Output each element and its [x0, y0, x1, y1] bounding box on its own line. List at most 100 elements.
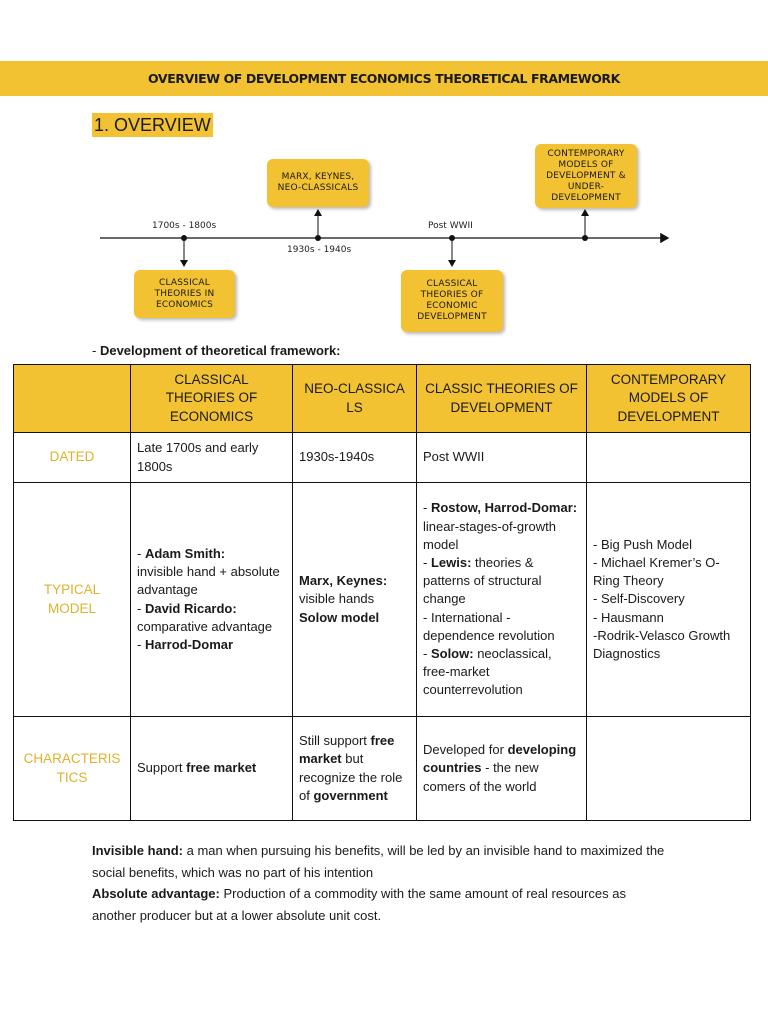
lewis-text: theories & patterns of structural change [423, 554, 542, 607]
row-label-line: TICS [56, 769, 88, 785]
adam-smith-label: Adam Smith: [144, 545, 226, 561]
solow-text: neoclassical, free-market counterrevolut… [423, 646, 552, 698]
timeline-box-classical: CLASSICAL THEORIES IN ECONOMICS [134, 270, 235, 318]
subheading: - Development of theoretical framework: [92, 343, 341, 358]
cell-char-classic-development: Developed for developing countries - the… [416, 716, 587, 821]
timeline-lines [100, 209, 670, 267]
model-item: - Big Push Model [593, 536, 692, 552]
definition-absolute-advantage: Absolute advantage: Production of a comm… [92, 883, 672, 926]
box-line: MARX, KEYNES, [281, 172, 355, 182]
definition-text: Production of a commodity with the same … [92, 886, 626, 923]
model-item: - Hausmann [593, 609, 664, 625]
char-bold: government [313, 787, 388, 803]
box-line: THEORIES IN [154, 288, 215, 299]
cell-char-classical: Support free market [130, 716, 293, 821]
box-line: CLASSICAL [426, 279, 478, 289]
row-label-characteristics: CHARACTERIS TICS [13, 716, 131, 821]
timeline-box-classical-development: CLASSICAL THEORIES OF ECONOMIC DEVELOPME… [401, 270, 503, 332]
timeline-box-contemporary: CONTEMPORARY MODELS OF DEVELOPMENT & UND… [535, 144, 637, 208]
box-line: MODELS OF [558, 159, 614, 170]
char-text: Developed for [423, 742, 508, 758]
char-text: Still support [299, 733, 371, 749]
table-header-row: CLASSICAL THEORIES OF ECONOMICS NEO-CLAS… [13, 364, 751, 433]
lewis-label: Lewis: [430, 554, 472, 570]
comparison-table: CLASSICAL THEORIES OF ECONOMICS NEO-CLAS… [13, 364, 751, 821]
cell-dated-contemporary [586, 432, 751, 483]
table-row-typical-model: TYPICAL MODEL - Adam Smith: invisible ha… [13, 482, 751, 717]
model-item: -Rodrik-Velasco Growth Diagnostics [593, 627, 731, 661]
cell-typical-contemporary: - Big Push Model - Michael Kremer’s O-Ri… [586, 482, 751, 717]
header-line: MODELS OF [628, 390, 709, 406]
cell-typical-classic-development: - Rostow, Harrod-Domar: linear-stages-of… [416, 482, 587, 717]
harrod-domar-label: Harrod-Domar [144, 636, 234, 652]
document-title: OVERVIEW OF DEVELOPMENT ECONOMICS THEORE… [148, 71, 620, 86]
header-line: LS [346, 399, 363, 415]
header-line: DEVELOPMENT [617, 408, 720, 424]
row-label-typical-model: TYPICAL MODEL [13, 482, 131, 717]
table-row-dated: DATED Late 1700s and early 1800s 1930s-1… [13, 432, 751, 483]
international-dependence-text: International -dependence revolution [423, 609, 555, 643]
char-bold: free market [299, 733, 395, 767]
header-line: CLASSICAL [174, 372, 249, 388]
table-row-characteristics: CHARACTERIS TICS Support free market Sti… [13, 716, 751, 821]
timeline-diagram: 1700s - 1800s 1930s - 1940s Post WWII CL… [0, 140, 768, 340]
definition-text: a man when pursuing his benefits, will b… [92, 843, 665, 880]
subheading-text: Development of theoretical framework: [99, 343, 341, 358]
header-line: NEO-CLASSICA [304, 381, 405, 397]
header-banner: OVERVIEW OF DEVELOPMENT ECONOMICS THEORE… [0, 61, 768, 96]
cell-char-neoclassical: Still support free market but recognize … [292, 716, 417, 821]
char-bold: free market [186, 760, 257, 776]
cell-typical-classical: - Adam Smith: invisible hand + absolute … [130, 482, 293, 717]
box-line: UNDER- [567, 181, 605, 192]
header-line: THEORIES OF [165, 390, 258, 406]
solow-model-label: Solow model [299, 609, 380, 625]
box-line: NEO-CLASSICALS [277, 183, 359, 193]
cell-typical-neoclassical: Marx, Keynes: visible hands Solow model [292, 482, 417, 717]
cell-dated-classical: Late 1700s and early 1800s [130, 432, 293, 483]
box-line: DEVELOPMENT [417, 312, 487, 322]
cell-char-contemporary [586, 716, 751, 821]
header-line: CONTEMPORARY [610, 372, 727, 388]
row-label-line: TYPICAL [43, 582, 101, 598]
ricardo-label: David Ricardo: [144, 600, 237, 616]
section-title: 1. OVERVIEW [92, 113, 213, 137]
box-line: ECONOMIC [426, 301, 478, 311]
definition-term: Absolute advantage: [92, 886, 220, 901]
header-empty-cell [13, 364, 131, 433]
header-classical-economics: CLASSICAL THEORIES OF ECONOMICS [130, 364, 293, 433]
header-classic-development: CLASSIC THEORIES OF DEVELOPMENT [416, 364, 587, 433]
header-contemporary: CONTEMPORARY MODELS OF DEVELOPMENT [586, 364, 751, 433]
row-label-line: MODEL [47, 600, 96, 616]
timeline-label-1700s: 1700s - 1800s [152, 221, 217, 231]
subheading-dash: - [92, 343, 100, 358]
definition-invisible-hand: Invisible hand: a man when pursuing his … [92, 840, 672, 883]
box-line: DEVELOPMENT [551, 192, 621, 203]
cell-dated-classic-development: Post WWII [416, 432, 587, 483]
adam-smith-text: invisible hand + absolute advantage [137, 564, 280, 598]
model-item: - Self-Discovery [593, 591, 685, 607]
row-label-line: CHARACTERIS [23, 751, 121, 767]
char-text: - the new comers of the world [423, 760, 539, 794]
marx-keynes-label: Marx, Keynes: [299, 573, 388, 589]
header-line: DEVELOPMENT [450, 399, 553, 415]
rostow-text: linear-stages-of-growth model [423, 518, 556, 552]
definition-term: Invisible hand: [92, 843, 184, 858]
rostow-label: Rostow, Harrod-Domar: [430, 500, 578, 516]
box-line: DEVELOPMENT & [546, 170, 626, 181]
box-line: ECONOMICS [155, 299, 214, 310]
timeline-label-1930s: 1930s - 1940s [287, 245, 352, 255]
box-line: CLASSICAL [158, 277, 210, 288]
ricardo-text: comparative advantage [137, 618, 273, 634]
solow-label: Solow: [430, 646, 474, 661]
box-line: CONTEMPORARY [547, 148, 625, 159]
header-line: CLASSIC THEORIES OF [425, 381, 578, 397]
box-line: THEORIES OF [420, 290, 484, 300]
header-line: ECONOMICS [169, 408, 254, 424]
timeline-box-marx-keynes: MARX, KEYNES, NEO-CLASSICALS [267, 159, 369, 207]
definitions: Invisible hand: a man when pursuing his … [92, 840, 672, 926]
model-item: - Michael Kremer’s O-Ring Theory [593, 554, 720, 589]
visible-hands-text: visible hands [299, 591, 375, 607]
timeline-label-postwwii: Post WWII [428, 221, 473, 231]
cell-dated-neoclassical: 1930s-1940s [292, 432, 417, 483]
char-text: Support [137, 760, 187, 776]
